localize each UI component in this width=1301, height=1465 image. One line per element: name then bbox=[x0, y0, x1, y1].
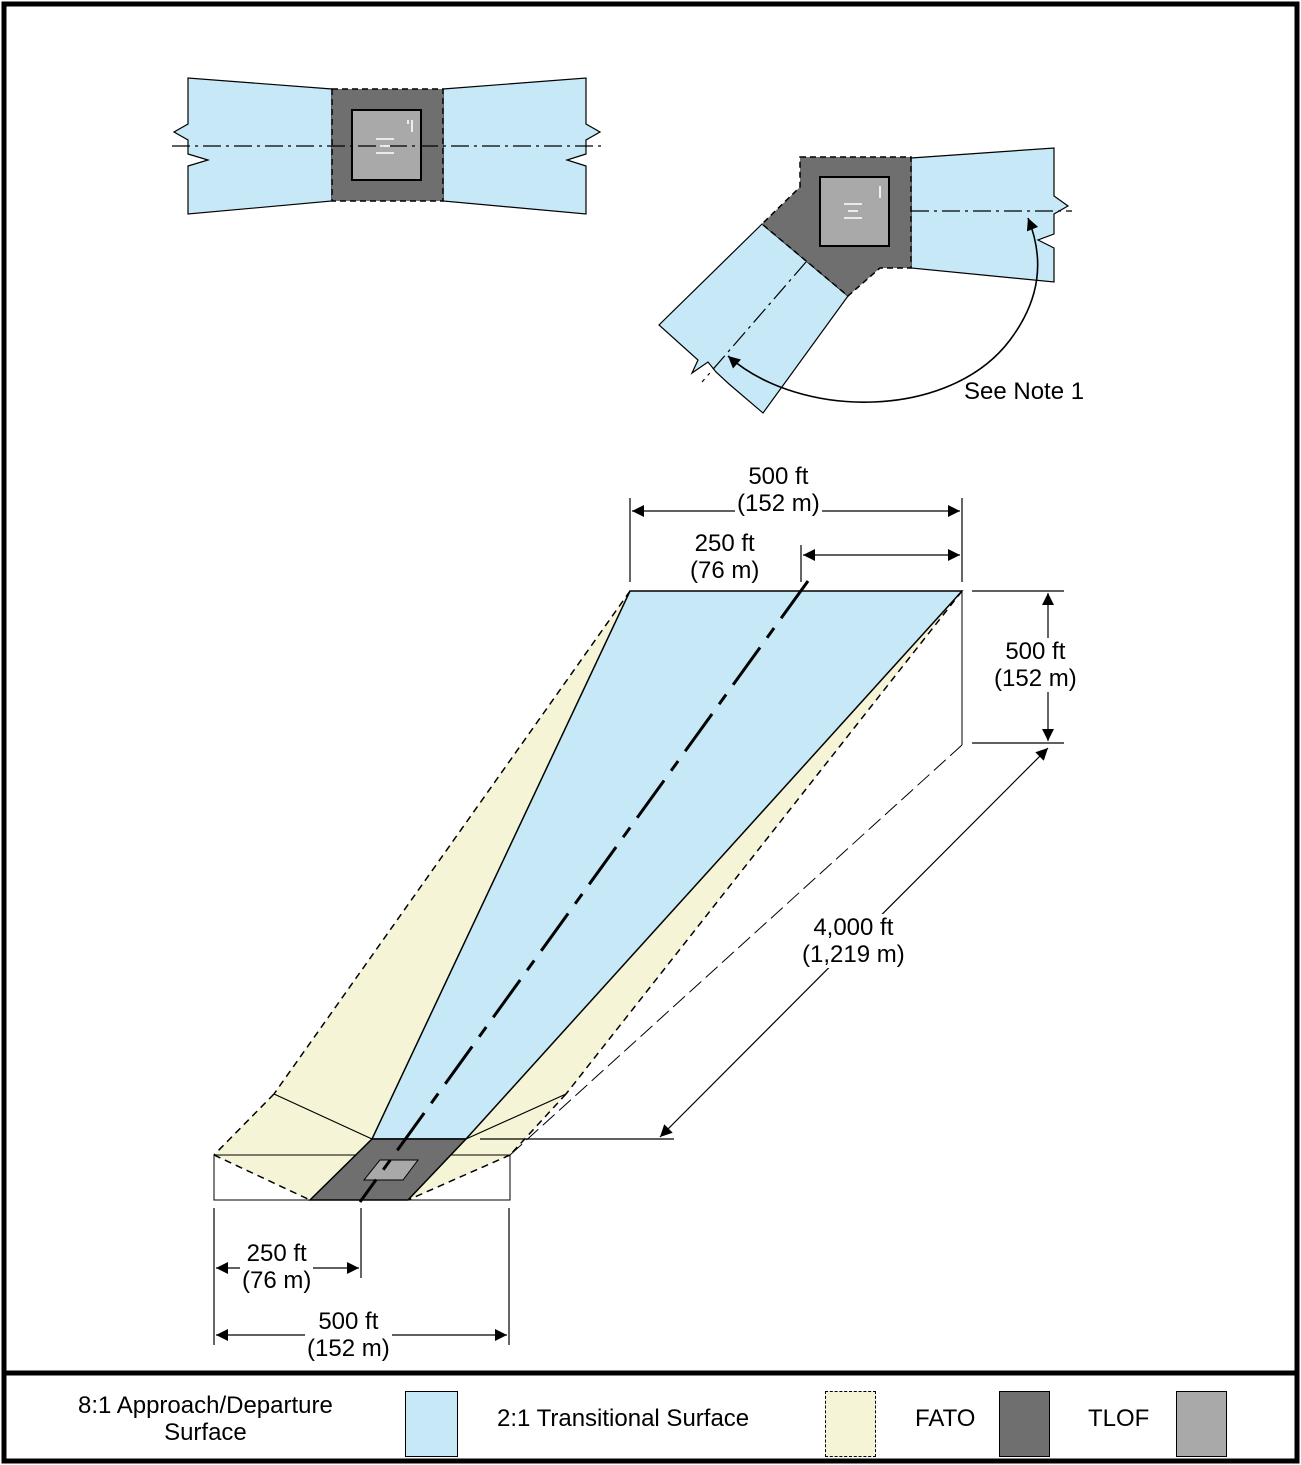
legend-tlof-swatch bbox=[1176, 1391, 1227, 1457]
dim-top-width-label: 500 ft (152 m) bbox=[735, 463, 822, 517]
heliport-h-marking-icon bbox=[376, 120, 413, 154]
see-note-label: See Note 1 bbox=[964, 378, 1085, 405]
dim-length-ft: 4,000 ft bbox=[813, 914, 894, 941]
legend-tlof-label: TLOF bbox=[1088, 1405, 1150, 1432]
dim-bottom-half-ft: 250 ft bbox=[246, 1240, 307, 1267]
dim-top-width-ft: 500 ft bbox=[748, 463, 809, 490]
tlof-perspective bbox=[362, 1159, 419, 1181]
dim-bottom-width-m: (152 m) bbox=[307, 1335, 390, 1362]
straight-approach-plan-view bbox=[172, 77, 602, 215]
dim-length-label: 4,000 ft (1,219 m) bbox=[800, 914, 907, 968]
dim-bottom-width-label: 500 ft (152 m) bbox=[305, 1308, 392, 1362]
dim-top-width-m: (152 m) bbox=[737, 490, 820, 517]
perspective-view bbox=[213, 580, 964, 1203]
dim-top-half-m: (76 m) bbox=[690, 557, 760, 584]
dim-bottom-half-label: 250 ft (76 m) bbox=[240, 1240, 314, 1294]
left-transitional-surface bbox=[214, 591, 630, 1200]
right-approach-surface-curved bbox=[910, 147, 1070, 283]
dim-top-half-label: 250 ft (76 m) bbox=[688, 530, 762, 584]
dim-bottom-half-m: (76 m) bbox=[242, 1267, 312, 1294]
curved-approach-plan-view bbox=[658, 147, 1072, 414]
left-approach-surface bbox=[172, 77, 333, 215]
legend-transitional-swatch bbox=[825, 1391, 876, 1457]
legend-approach-label: 8:1 Approach/Departure Surface bbox=[78, 1392, 333, 1446]
legend-approach-swatch bbox=[405, 1391, 458, 1457]
dim-right-height-label: 500 ft (152 m) bbox=[992, 638, 1079, 692]
legend-fato-label: FATO bbox=[915, 1405, 976, 1432]
dim-right-height-m: (152 m) bbox=[994, 665, 1077, 692]
dim-right-height-ft: 500 ft bbox=[1005, 638, 1066, 665]
dim-bottom-width-ft: 500 ft bbox=[318, 1308, 379, 1335]
dim-length-m: (1,219 m) bbox=[802, 941, 905, 968]
legend-approach-line1: 8:1 Approach/Departure bbox=[78, 1392, 333, 1419]
tlof-straight bbox=[351, 109, 422, 181]
dim-top-half-ft: 250 ft bbox=[694, 530, 755, 557]
legend-approach-line2: Surface bbox=[164, 1419, 247, 1446]
centerline-perspective bbox=[358, 580, 810, 1203]
note-arc-arrow bbox=[727, 217, 1039, 403]
legend-fato-swatch bbox=[999, 1391, 1050, 1457]
legend-transitional-label: 2:1 Transitional Surface bbox=[497, 1405, 750, 1432]
